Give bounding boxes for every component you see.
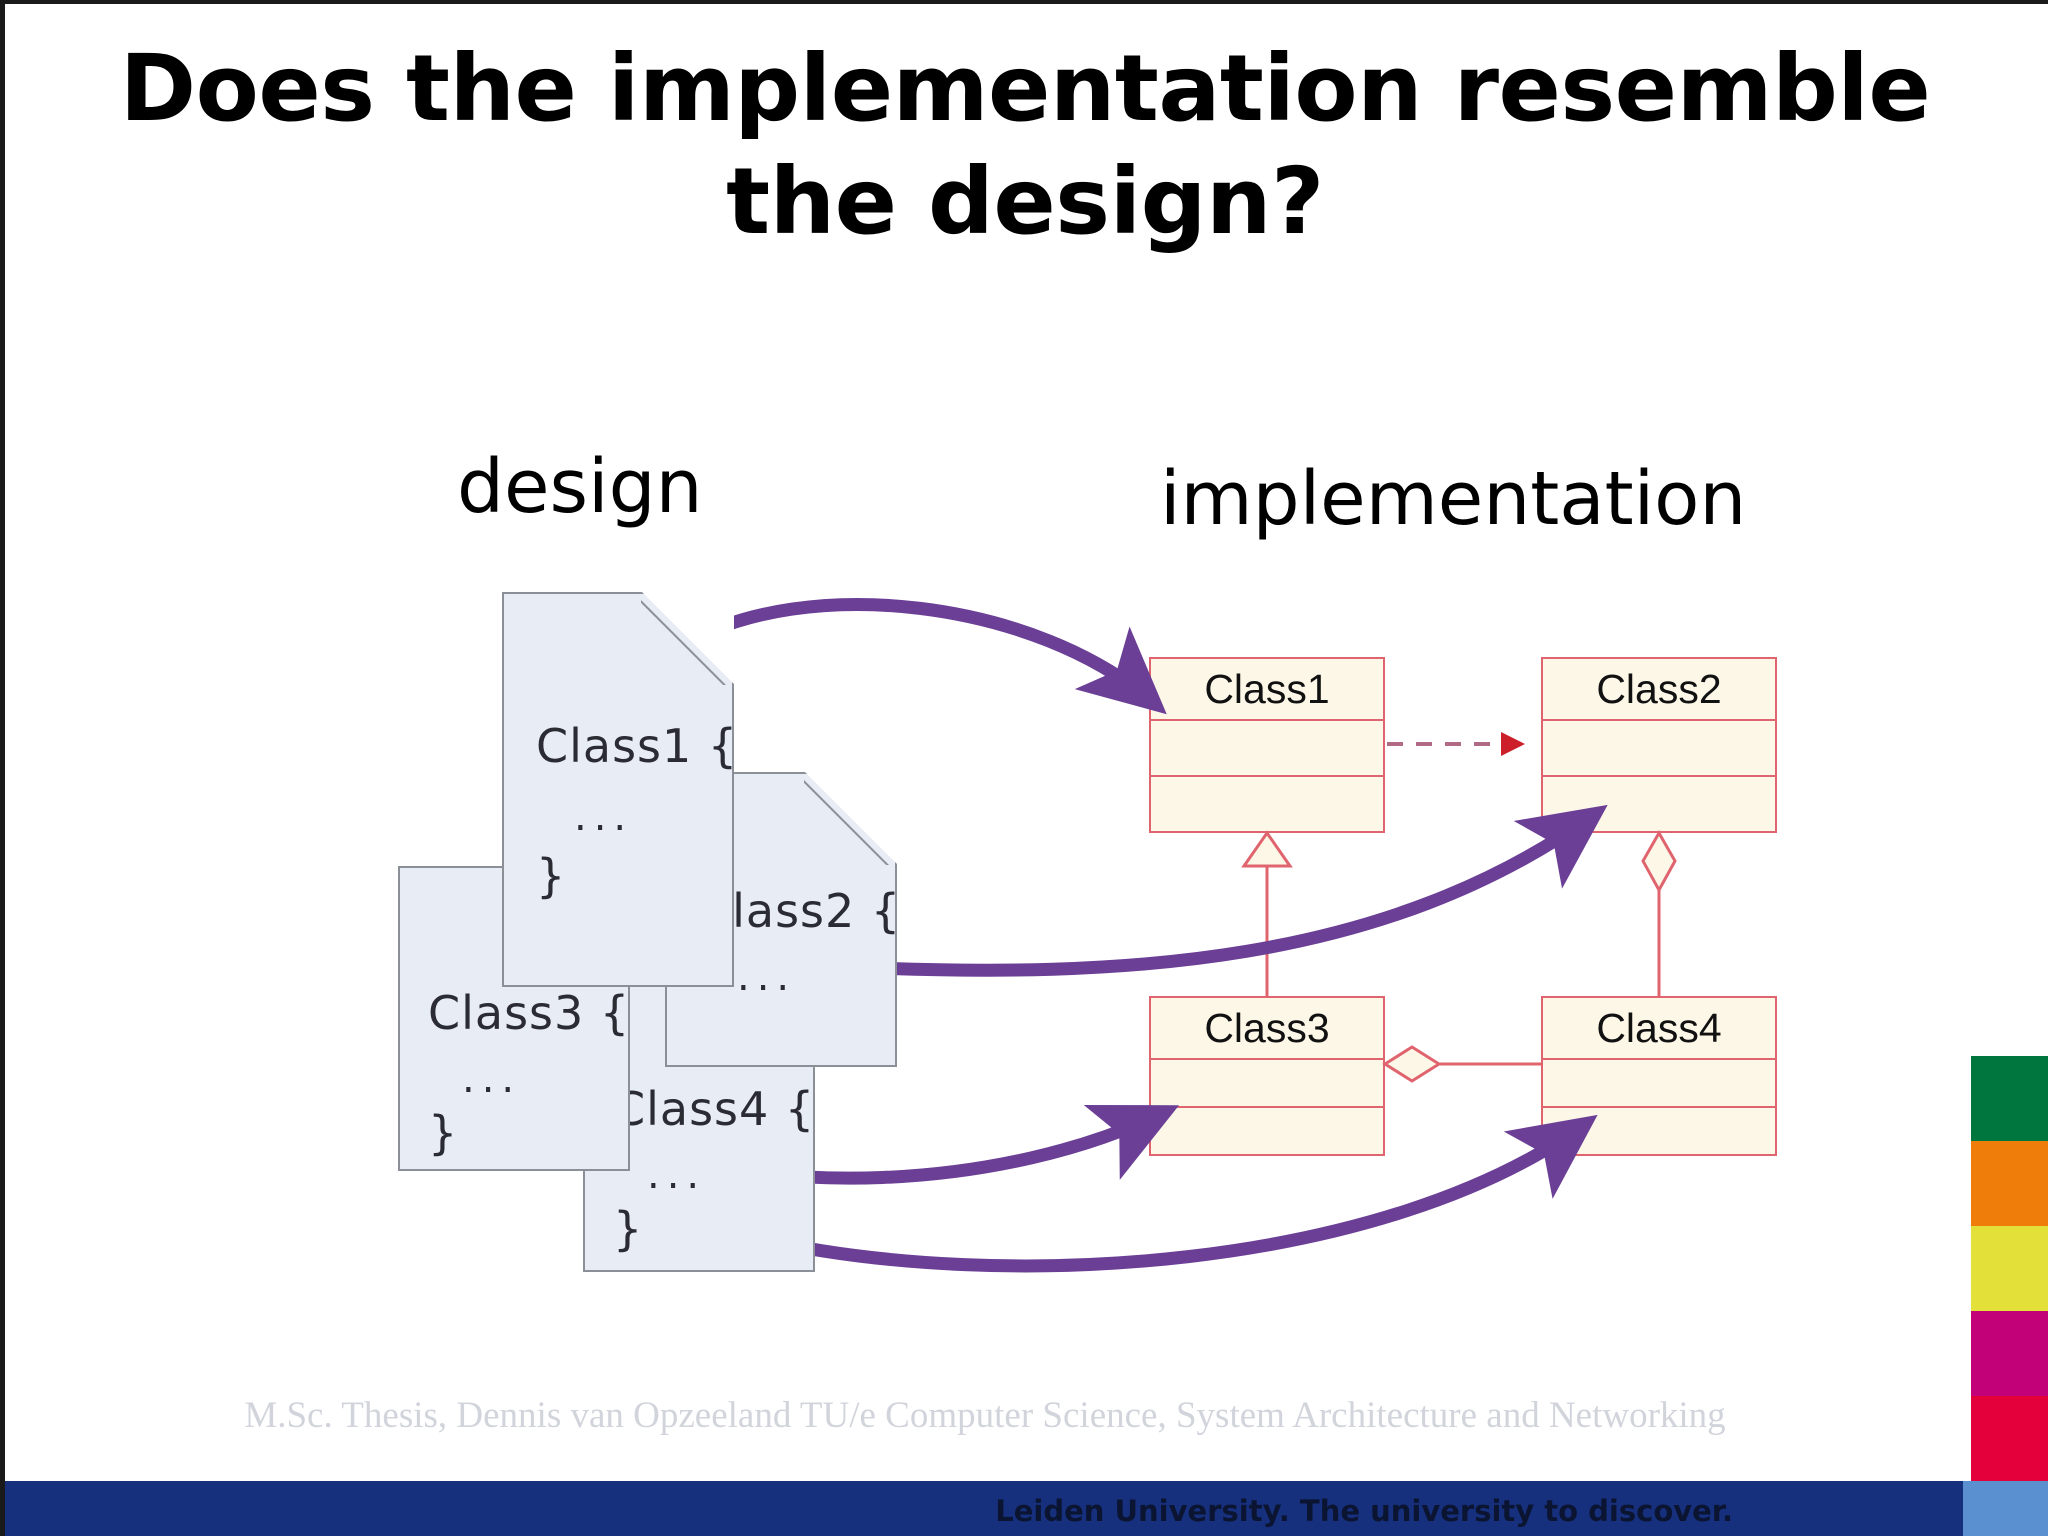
uml-class-box-class3: Class3 (1149, 996, 1385, 1156)
uml-class-box-class2: Class2 (1541, 657, 1777, 833)
design-doc-class1-name: Class1 { (536, 719, 739, 773)
uml-aggregation-diamond-icon-horizontal (1382, 1045, 1442, 1083)
design-doc-class2-dots: ... (737, 954, 797, 1000)
uml-aggregation-diamond-icon-vertical (1641, 829, 1677, 894)
design-doc-class4-dots: ... (647, 1152, 707, 1198)
uml-class-title: Class2 (1543, 659, 1775, 721)
design-doc-class3-name: Class3 { (428, 986, 631, 1040)
design-doc-class4-name: Class4 { (613, 1082, 816, 1136)
uml-attributes-compartment (1543, 1060, 1775, 1108)
uml-generalization-triangle-icon (1241, 830, 1293, 868)
design-doc-class4-close: } (613, 1202, 643, 1256)
uml-attributes-compartment (1151, 1060, 1383, 1108)
uml-operations-compartment (1151, 777, 1383, 831)
page-fold-edge-icon (641, 592, 734, 685)
label-implementation: implementation (1160, 456, 1747, 542)
page-title: Does the implementation resemble the des… (119, 35, 1931, 256)
page-fold-edge-icon (804, 772, 897, 865)
design-doc-class1: Class1 { ... } (502, 592, 737, 987)
uml-operations-compartment (1543, 1108, 1775, 1154)
uml-attributes-compartment (1543, 721, 1775, 777)
color-chip-yellow (1971, 1226, 2048, 1311)
uml-attributes-compartment (1151, 721, 1383, 777)
uml-class-box-class1: Class1 (1149, 657, 1385, 833)
mapping-arrow-class1 (603, 598, 1167, 716)
bottom-brand-bar: Leiden University. The university to dis… (5, 1481, 2048, 1536)
uml-operations-compartment (1543, 777, 1775, 831)
brand-color-strip (1971, 1056, 2048, 1481)
design-doc-class1-dots: ... (574, 794, 634, 840)
design-doc-class3-dots: ... (462, 1056, 522, 1102)
design-doc-class1-close: } (536, 849, 566, 903)
uml-class-title: Class4 (1543, 998, 1775, 1060)
uml-class-title: Class1 (1151, 659, 1383, 721)
color-chip-magenta (1971, 1311, 2048, 1396)
color-chip-orange (1971, 1141, 2048, 1226)
color-chip-green (1971, 1056, 2048, 1141)
uml-operations-compartment (1151, 1108, 1383, 1154)
footer-attribution: M.Sc. Thesis, Dennis van Opzeeland TU/e … (244, 1395, 1726, 1436)
uml-class-title: Class3 (1151, 998, 1383, 1060)
label-design: design (457, 444, 703, 530)
uml-class-box-class4: Class4 (1541, 996, 1777, 1156)
bottom-bar-tagline: Leiden University. The university to dis… (995, 1493, 1733, 1528)
color-chip-red (1971, 1396, 2048, 1481)
mapping-arrow-class2 (778, 804, 1608, 1006)
bottom-bar-accent-block (1963, 1481, 2048, 1536)
design-doc-class3-close: } (428, 1106, 458, 1160)
